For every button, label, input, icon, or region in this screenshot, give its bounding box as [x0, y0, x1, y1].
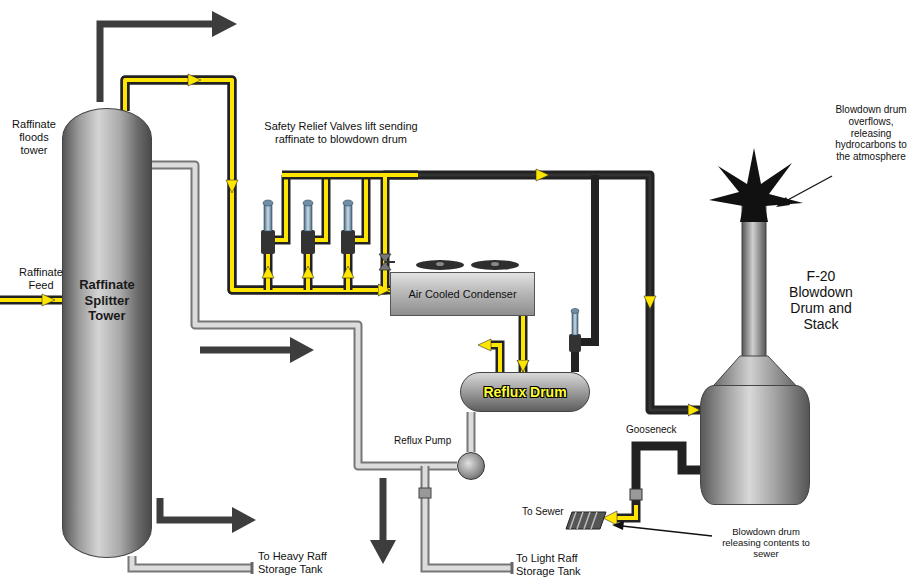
- pipe-flow: [521, 316, 525, 372]
- part-label: Gooseneck: [626, 424, 677, 436]
- callout-text: Blowdown drum overflows, releasing hydro…: [828, 104, 914, 163]
- callout-text: Blowdown drum releasing contents to sewe…: [716, 526, 816, 560]
- node-label: Raffinate Splitter Tower: [69, 277, 145, 324]
- sewer-grate: [566, 512, 606, 529]
- gooseneck-pipe: [603, 446, 702, 525]
- pump-symbol: Reflux Pump: [457, 452, 485, 480]
- condenser-fan: [416, 260, 519, 270]
- destination-label: To Heavy Raff Storage Tank: [258, 550, 344, 576]
- stream-label: Raffinate Feed: [16, 266, 66, 292]
- pipe-wall: [519, 316, 528, 372]
- pipe-flow: [125, 80, 700, 410]
- pipe-wall: [467, 412, 476, 452]
- pipe-wall: [125, 80, 700, 410]
- leader-arrow: [612, 176, 832, 536]
- pipe-connector: [523, 316, 524, 372]
- destination-label: To Light Raff Storage Tank: [516, 552, 602, 578]
- feed-pipe: [0, 294, 63, 306]
- pipe-wall: [125, 80, 390, 290]
- pipe-connector: [125, 80, 700, 410]
- tower-vessel: Raffinate Splitter Tower: [62, 108, 152, 558]
- callout-text: Raffinate floods tower: [6, 118, 62, 157]
- node-label: Reflux Pump: [394, 435, 451, 446]
- pipe-connector: [125, 80, 390, 290]
- callout-text: Safety Relief Valves lift sending raffin…: [252, 120, 430, 146]
- reflux-drum: Reflux Drum: [460, 372, 590, 412]
- pipe-flow: [125, 80, 390, 290]
- blowdown-drum: F-20 Blowdown Drum and Stack: [700, 385, 810, 505]
- condenser-box: Air Cooled Condenser: [390, 272, 535, 316]
- pipe-connector: [471, 412, 472, 452]
- blowdown-stack: [706, 148, 804, 394]
- node-label: F-20 Blowdown Drum and Stack: [773, 268, 869, 332]
- pipe-flow: [469, 412, 474, 452]
- node-label: Reflux Drum: [483, 384, 566, 400]
- node-label: Air Cooled Condenser: [408, 288, 516, 300]
- destination-label: To Sewer: [522, 506, 564, 518]
